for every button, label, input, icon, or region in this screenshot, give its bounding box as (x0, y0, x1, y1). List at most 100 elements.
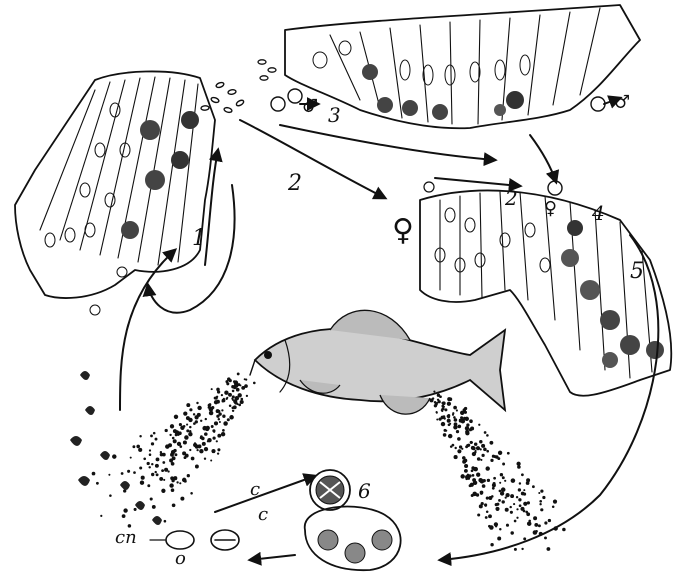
spray-dot (478, 478, 482, 482)
spray-dot (232, 410, 234, 412)
spray-dot (189, 408, 192, 411)
spray-dot (233, 405, 237, 409)
spray-dot (169, 459, 173, 463)
spray-dot (163, 479, 165, 481)
spray-dot (109, 494, 112, 497)
spray-dot (488, 514, 492, 518)
spray-dot (461, 448, 463, 450)
spray-dot (151, 463, 153, 465)
spray-dot (477, 457, 481, 461)
spray-dot (444, 408, 447, 411)
spray-dot (449, 397, 453, 401)
spray-dot (486, 497, 489, 500)
spray-dot (433, 391, 435, 393)
spray-dot (489, 441, 493, 445)
spray-dot (553, 500, 557, 504)
spray-dot (200, 420, 202, 422)
spray-dot (511, 478, 516, 483)
spray-dot (533, 516, 537, 520)
spray-dot (112, 454, 116, 458)
spray-dot (222, 400, 224, 402)
spray-dot (518, 488, 521, 491)
spray-dot (540, 490, 543, 493)
spray-dot (187, 474, 190, 477)
male-symbol-top: ♂ (302, 96, 318, 117)
spray-dot (211, 388, 213, 390)
spray-dot (510, 494, 514, 498)
spray-dot (497, 537, 501, 541)
spray-dot (160, 453, 164, 457)
spray-dot (516, 517, 518, 519)
spray-dot (172, 503, 176, 507)
spray-dot (544, 521, 547, 524)
spray-dot (223, 421, 228, 426)
spray-dot (478, 424, 480, 426)
spray-dot (204, 447, 208, 451)
spray-dot (454, 419, 456, 421)
spray-dot (539, 500, 542, 503)
spray-dot (151, 473, 154, 476)
spray-dot (165, 429, 168, 432)
spray-dot (217, 434, 221, 438)
spray-dot (447, 415, 450, 418)
spray-dot (229, 379, 232, 382)
spray-dot (481, 454, 484, 457)
spray-dot (241, 398, 244, 401)
spray-dot (169, 483, 173, 487)
spray-dot (229, 405, 232, 408)
spray-dot (450, 445, 453, 448)
spray-dot (463, 459, 467, 463)
spray-dot (436, 418, 438, 420)
spray-dot (480, 459, 482, 461)
spray-dot (133, 471, 136, 474)
spray-dot (184, 456, 187, 459)
spray-dot (197, 413, 201, 417)
spray-dot (214, 397, 217, 400)
spray-dot (460, 416, 463, 419)
spray-dot (186, 429, 189, 432)
spray-dot (219, 421, 221, 423)
spray-dot (132, 445, 135, 448)
spray-dot (506, 524, 509, 527)
spray-dot (178, 431, 182, 435)
spray-dot (488, 496, 492, 500)
spray-dot (186, 403, 190, 407)
spray-dot (244, 384, 248, 388)
male-symbol-right: ♂ (614, 92, 630, 113)
spray-dot (136, 445, 140, 449)
sporozoites (70, 371, 162, 525)
spray-dot (492, 487, 495, 490)
spray-dot (483, 448, 487, 452)
spray-dot (139, 466, 142, 469)
spray-dot (190, 492, 193, 495)
spray-dot (439, 418, 442, 421)
spray-dot (148, 466, 150, 468)
female-symbol-left: ♀ (392, 213, 414, 248)
spray-dot (464, 464, 468, 468)
spray-dot (432, 397, 434, 399)
spray-dot (236, 388, 240, 392)
spray-dot (538, 524, 541, 527)
spray-dot (486, 510, 489, 513)
spray-dot (441, 402, 444, 405)
spray-dot (457, 437, 461, 441)
spray-dot (170, 453, 174, 457)
spray-dot (155, 471, 157, 473)
spray-dot (217, 390, 220, 393)
spray-dot (476, 446, 480, 450)
spray-dot (485, 516, 488, 519)
spray-dot (224, 391, 228, 395)
spray-dot (448, 434, 452, 438)
spray-dot (174, 415, 178, 419)
spray-dot (234, 402, 237, 405)
spray-dot (156, 457, 160, 461)
spray-dot (554, 526, 558, 530)
spray-dot (464, 407, 467, 410)
spray-dot (460, 411, 464, 415)
spray-dot (183, 425, 186, 428)
spray-dot (456, 409, 458, 411)
spray-dot (521, 548, 523, 550)
spray-dot (189, 449, 191, 451)
spray-dot (523, 502, 527, 506)
